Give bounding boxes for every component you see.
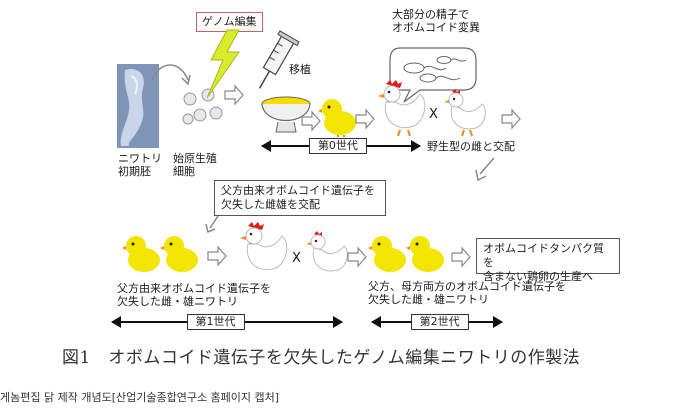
hen-icon xyxy=(306,231,348,272)
chick-icon xyxy=(160,236,198,272)
arrow-right-icon xyxy=(501,108,521,130)
arrow-down-icon xyxy=(475,157,495,182)
figure-caption: 図1 オボムコイド遺伝子を欠失したゲノム編集ニワトリの作製法 xyxy=(62,348,581,368)
genome-editing-label: ゲノム編集 xyxy=(196,12,263,32)
primordial-germ-cells xyxy=(182,88,223,125)
arrow-right-icon xyxy=(451,246,471,268)
arrow-down-icon xyxy=(205,215,219,234)
chick-icon xyxy=(406,236,444,272)
generation-0-bar: 第0世代 xyxy=(261,138,421,154)
embryo-label: ニワトリ 初期胚 xyxy=(118,152,162,178)
lightning-icon xyxy=(206,29,240,99)
mating-description-box: 父方由来オボムコイド遺伝子を 欠失した雌雄を交配 xyxy=(214,180,386,216)
hen-icon xyxy=(444,89,486,137)
syringe-icon xyxy=(258,30,300,89)
arrow-right-icon xyxy=(347,246,367,268)
transplant-label: 移植 xyxy=(289,63,311,76)
production-box: オボムコイドタンパク質を 含まない鶏卵の生産へ xyxy=(476,238,620,283)
generation-2-label: 第2世代 xyxy=(410,314,469,330)
generation-1-description: 父方由来オボムコイド遺伝子を 欠失した雌・雄ニワトリ xyxy=(117,282,271,308)
generation-2-bar: 第2世代 xyxy=(371,314,503,330)
arrow-right-icon xyxy=(207,245,227,267)
chick-icon xyxy=(368,236,406,272)
egg-cup-icon xyxy=(261,96,311,133)
sperm-mutation-label: 大部分の精子で オボムコイド変異 xyxy=(392,8,480,34)
cross-symbol: X xyxy=(429,107,438,122)
arrow-right-icon xyxy=(355,108,375,130)
generation-1-bar: 第1世代 xyxy=(111,314,343,330)
chick-icon xyxy=(318,99,356,137)
arrow-right-icon xyxy=(301,110,321,132)
chicken-embryo-image xyxy=(117,64,159,148)
rooster-icon xyxy=(240,222,288,270)
generation-0-label: 第0世代 xyxy=(308,138,367,154)
wild-type-mating-label: 野生型の雌と交配 xyxy=(427,140,515,153)
sperm-speech-bubble xyxy=(389,47,477,103)
pgc-label: 始原生殖 細胞 xyxy=(173,152,217,178)
curved-arrow-icon xyxy=(151,64,191,86)
generation-2-description: 父方、母方両方のオボムコイド遺伝子を 欠失した雌・雄ニワトリ xyxy=(368,280,566,306)
korean-caption: 게놈편집 닭 제작 개념도[산업기술종합연구소 홈페이지 캡처] xyxy=(0,391,280,404)
chick-icon xyxy=(122,236,160,272)
rooster-icon xyxy=(378,80,426,137)
generation-1-label: 第1世代 xyxy=(186,314,245,330)
cross-symbol: X xyxy=(292,251,301,266)
arrow-right-icon xyxy=(224,84,244,106)
